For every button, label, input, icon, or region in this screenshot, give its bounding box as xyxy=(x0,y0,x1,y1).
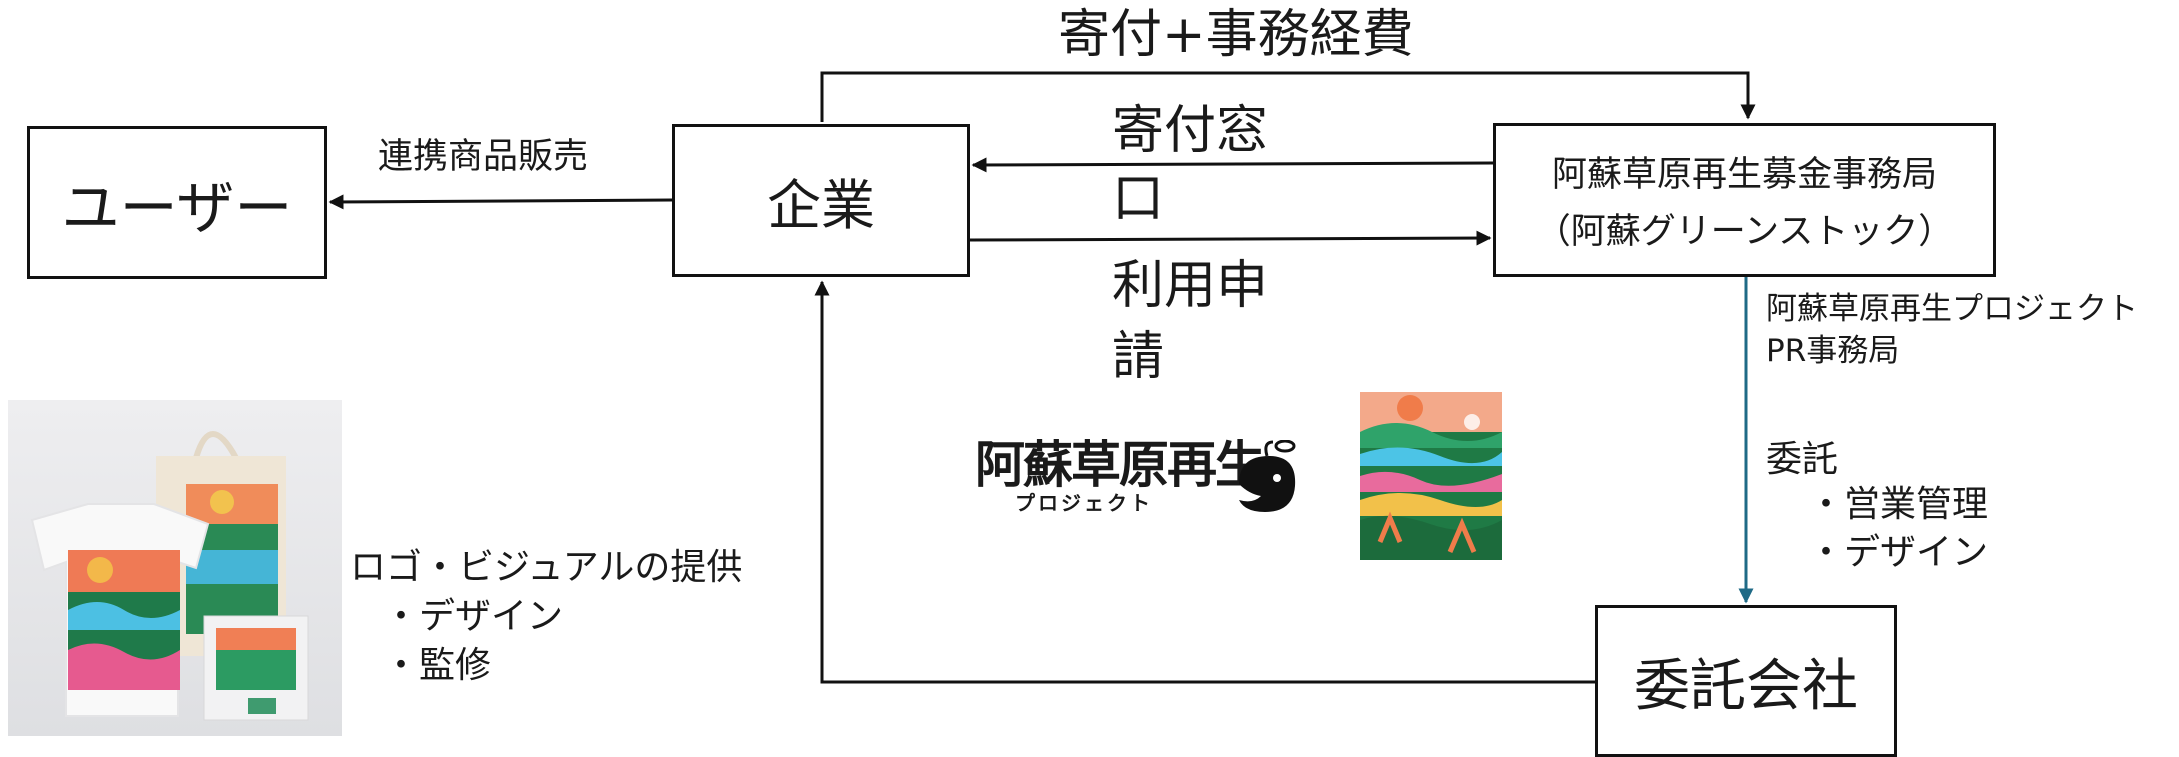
provide-item-design: ・デザイン xyxy=(383,596,564,637)
office-node-label: 阿蘇草原再生募金事務局 xyxy=(1551,155,1937,195)
project-logo-wordmark: 阿蘇草原再生 xyxy=(975,436,1265,494)
company-node-label: 企業 xyxy=(767,174,875,237)
provide-arrow xyxy=(814,280,1595,684)
provide-label: ロゴ・ビジュアルの提供 xyxy=(350,547,743,588)
pr-office-label-2: PR事務局 xyxy=(1766,333,1900,369)
application-arrow xyxy=(969,230,1492,246)
application-label-2: 請 xyxy=(1112,327,1165,387)
user-node-label: ユーザー xyxy=(61,173,293,242)
sales-label: 連携商品販売 xyxy=(378,137,589,177)
user-node: ユーザー xyxy=(27,126,327,279)
key-visual-artwork xyxy=(1360,392,1502,560)
consign-item-design: ・デザイン xyxy=(1808,532,1989,573)
office-node: 阿蘇草原再生募金事務局 （阿蘇グリーンストック） xyxy=(1493,123,1996,277)
provide-item-supervision: ・監修 xyxy=(383,645,492,686)
company-node: 企業 xyxy=(672,124,970,277)
contractor-node-label: 委託会社 xyxy=(1634,653,1858,719)
donation-window-label-2: 口 xyxy=(1112,169,1165,229)
office-node-sublabel: （阿蘇グリーンストック） xyxy=(1535,212,1954,252)
project-logo-subtext: プロジェクト xyxy=(1015,491,1153,515)
donation-costs-label: 寄付+事務経費 xyxy=(1058,5,1414,65)
product-photo xyxy=(8,400,342,736)
donation-window-label-1: 寄付窓 xyxy=(1112,101,1269,161)
consign-label: 委託 xyxy=(1766,439,1839,480)
sprout-icon xyxy=(1239,440,1296,512)
contractor-node: 委託会社 xyxy=(1595,605,1897,757)
application-label-1: 利用申 xyxy=(1112,256,1269,316)
donation-costs-arrow xyxy=(820,71,1756,122)
consign-item-sales: ・営業管理 xyxy=(1808,484,1989,525)
project-logo: 阿蘇草原再生 プロジェクト xyxy=(975,440,1305,522)
pr-office-label-1: 阿蘇草原再生プロジェクト xyxy=(1766,291,2138,327)
sales-arrow xyxy=(328,194,673,210)
donation-window-arrow xyxy=(971,157,1494,173)
